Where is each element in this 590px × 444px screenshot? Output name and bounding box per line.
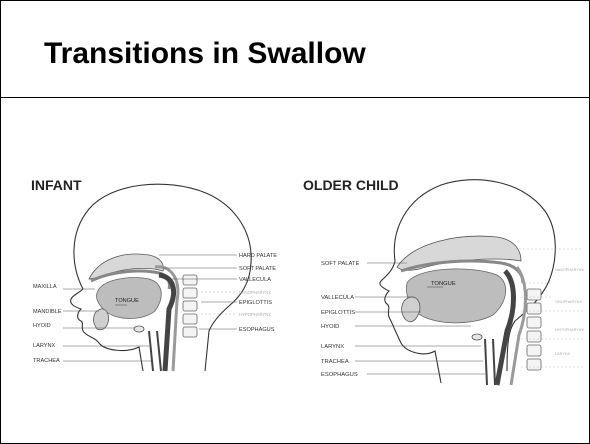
older-child-trachea [485,339,495,385]
slide-title: Transitions in Swallow [44,37,366,71]
infant-spine [183,275,197,337]
older-child-label-epiglottis: EPIGLOTTIS [321,310,355,316]
older-child-hyoid [472,334,482,340]
infant-mandible [94,309,109,330]
infant-label-esophagus: ESOPHAGUS [239,327,275,333]
older-child-nasal-cavity [397,236,521,270]
infant-label-larynx: LARYNX [33,343,56,349]
infant-panel: INFANT [31,171,293,391]
infant-diagram: HARD PALATE SOFT PALATE VALLECULA NASOPH… [31,171,293,391]
infant-label-nasopharynx: NASOPHARYNX [239,290,271,295]
infant-label-hyoid: HYOID [33,323,51,329]
older-child-label-oropharynx: OROPHARYNX [555,300,582,304]
older-child-label-soft-palate: SOFT PALATE [321,261,359,267]
older-child-label-trachea: TRACHEA [321,359,349,365]
older-child-panel: OLDER CHILD [301,171,585,393]
older-child-label-vallecula: VALLECULA [321,295,354,301]
infant-label-vallecula: VALLECULA [239,277,271,283]
older-child-mandible [402,297,420,322]
older-child-spine [527,289,541,370]
infant-label-epiglottis: EPIGLOTTIS [239,300,272,306]
infant-label-hypopharynx: HYPOPHARYNX [239,312,271,317]
infant-trachea [149,331,161,371]
infant-hyoid [134,326,144,332]
title-bar: Transitions in Swallow [1,1,589,98]
infant-label-soft-palate: SOFT PALATE [239,266,276,272]
older-child-label-larynx-right: LARYNX [555,352,571,356]
older-child-label-esophagus: ESOPHAGUS [321,372,358,378]
infant-label-mandible: MANDIBLE [33,309,62,315]
infant-label-maxilla: MAXILLA [33,284,57,290]
infant-label-trachea: TRACHEA [33,358,60,364]
infant-label-hard-palate: HARD PALATE [239,253,277,259]
infant-pharynx [159,275,174,371]
older-child-tongue [406,269,505,323]
older-child-label-tongue: TONGUE [431,281,456,287]
older-child-label-hyoid: HYOID [321,324,339,330]
older-child-label-nasopharynx: NASOPHARYNX [555,268,585,272]
infant-label-tongue: TONGUE [115,298,139,304]
older-child-diagram: SOFT PALATE TONGUE VALLECULA EPIGLOTTIS … [301,171,585,393]
older-child-label-hypopharynx: HYPOPHARYNX [555,328,585,332]
older-child-label-larynx: LARYNX [321,344,344,350]
infant-nasal-cavity [89,254,163,279]
